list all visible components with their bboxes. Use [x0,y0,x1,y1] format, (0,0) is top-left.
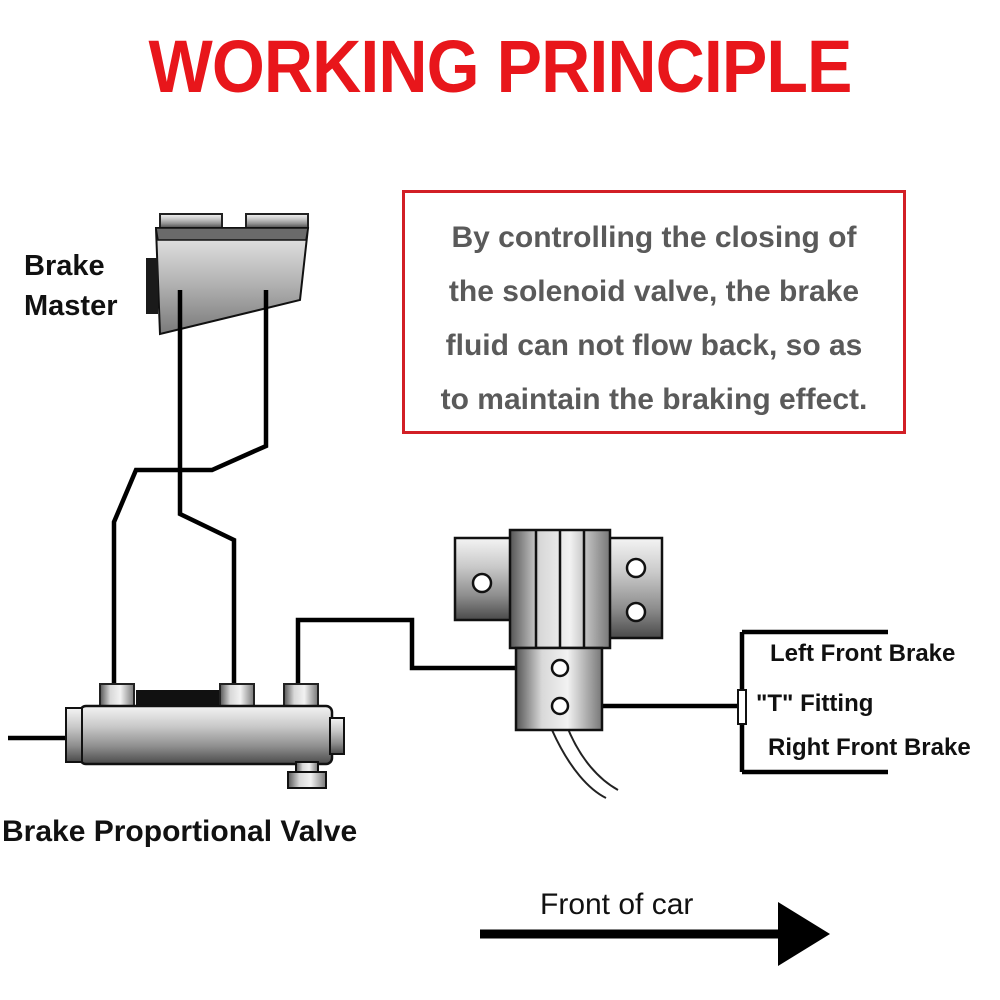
brake-master-cylinder [146,213,310,336]
front-arrow [480,902,830,966]
front-of-car-label: Front of car [540,888,694,921]
brake-proportional-valve-label: Brake Proportional Valve [2,815,358,848]
note-box: By controlling the closing of the soleno… [402,190,906,434]
brake-master-label-line2: Master [24,290,118,322]
solenoid-valve [453,528,664,799]
t-fitting [737,689,747,725]
page-title: WORKING PRINCIPLE [148,25,853,108]
right-front-brake-label: Right Front Brake [768,734,971,761]
note-line: By controlling the closing of [451,221,857,254]
note-line: fluid can not flow back, so as [445,329,863,362]
brake-proportional-valve [65,683,345,789]
left-front-brake-label: Left Front Brake [770,640,956,667]
t-fitting-label: "T" Fitting [756,690,874,717]
brake-master-label: Brake Master [24,246,118,326]
note-text: By controlling the closing of the soleno… [413,211,895,427]
brake-master-label-line1: Brake [24,250,105,282]
note-line: the solenoid valve, the brake [448,275,860,308]
note-line: to maintain the braking effect. [440,383,868,416]
brake-lines [8,290,888,775]
